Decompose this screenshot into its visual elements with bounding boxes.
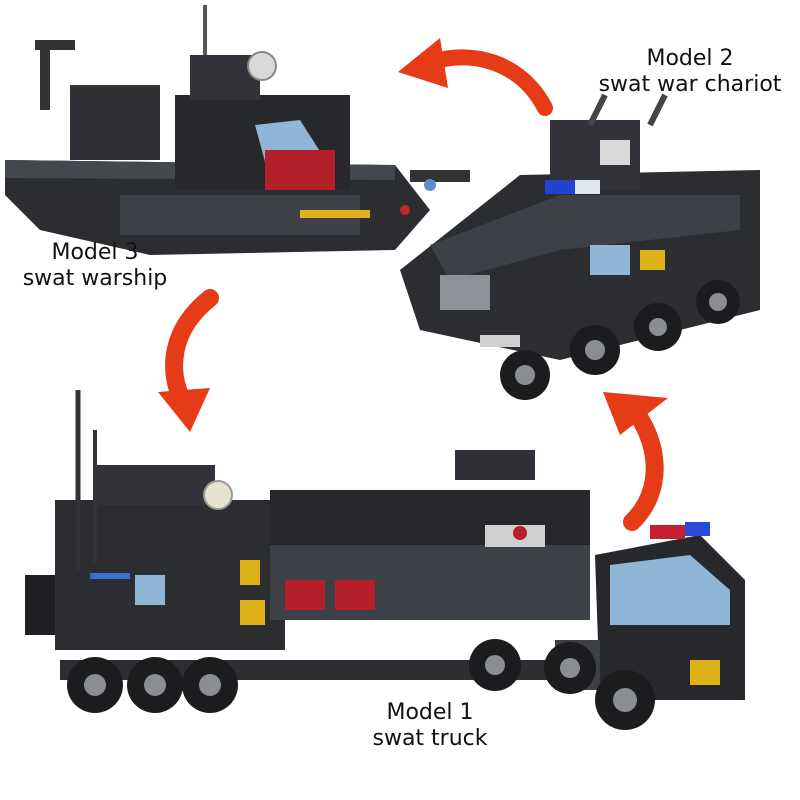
model-3-number: Model 3 bbox=[51, 240, 139, 265]
curved-arrow-icon bbox=[158, 289, 219, 432]
model-2-caption: Model 2 swat war chariot bbox=[590, 46, 790, 98]
swat-warship-model bbox=[5, 5, 470, 255]
model-3-caption: Model 3 swat warship bbox=[10, 240, 180, 292]
curved-arrow-icon bbox=[603, 392, 668, 531]
model-3-name: swat warship bbox=[22, 266, 168, 291]
model-1-caption: Model 1 swat truck bbox=[350, 700, 510, 752]
model-2-name: swat war chariot bbox=[598, 72, 782, 97]
model-1-number: Model 1 bbox=[386, 700, 474, 725]
swat-truck-model bbox=[25, 390, 745, 730]
model-2-number: Model 2 bbox=[646, 46, 734, 71]
model-1-name: swat truck bbox=[372, 726, 488, 751]
swat-war-chariot-model bbox=[400, 93, 760, 400]
curved-arrow-icon bbox=[398, 38, 553, 116]
